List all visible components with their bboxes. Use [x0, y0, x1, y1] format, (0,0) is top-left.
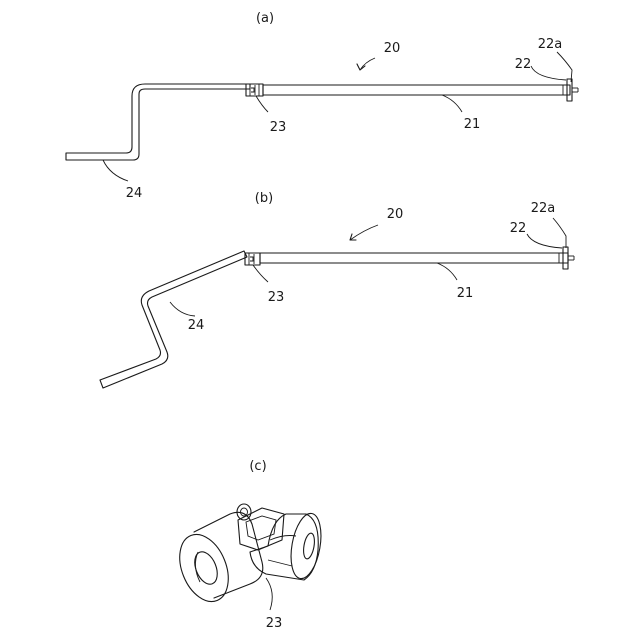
label-22a: 22a	[531, 201, 556, 216]
leader-24	[170, 302, 195, 316]
right-yoke-face	[286, 511, 325, 581]
leader-22a	[553, 218, 566, 248]
leader-20	[350, 225, 378, 240]
label-23: 23	[270, 120, 287, 135]
crank-rod-24	[100, 251, 247, 388]
label-23: 23	[268, 290, 285, 305]
collar-22	[559, 247, 574, 269]
panel-b-caption: (b)	[255, 191, 273, 206]
shaft-21	[260, 253, 568, 263]
label-22: 22	[515, 57, 532, 72]
panel-c-caption: (c)	[249, 459, 266, 474]
label-21: 21	[457, 286, 474, 301]
right-yoke-bore	[302, 532, 316, 559]
universal-joint-23-detail	[170, 504, 325, 609]
leader-21	[442, 95, 462, 112]
right-yoke-body	[250, 514, 318, 580]
shaft-21	[263, 85, 570, 95]
panel-a: (a) 20 21 22	[66, 11, 578, 201]
leader-24	[103, 160, 128, 181]
leader-21	[437, 263, 457, 280]
left-yoke-bore	[190, 548, 221, 587]
left-yoke-body	[194, 512, 263, 598]
left-yoke-face	[170, 527, 237, 608]
label-22a: 22a	[538, 37, 563, 52]
label-20: 20	[387, 207, 404, 222]
universal-joint-23	[245, 253, 260, 265]
label-23: 23	[266, 616, 283, 631]
universal-joint-23	[246, 84, 263, 96]
leader-22	[527, 234, 562, 248]
crank-rod-24	[66, 84, 250, 160]
label-24: 24	[188, 318, 205, 333]
label-21: 21	[464, 117, 481, 132]
label-20: 20	[384, 41, 401, 56]
leader-23	[266, 578, 272, 610]
panel-b: (b) 20 21 22 22a	[100, 191, 574, 388]
label-22: 22	[510, 221, 527, 236]
label-24: 24	[126, 186, 143, 201]
panel-a-caption: (a)	[256, 11, 274, 26]
panel-c: (c) 23	[170, 459, 325, 631]
leader-23	[256, 96, 268, 112]
leader-22	[531, 66, 566, 80]
leader-23	[253, 265, 268, 282]
leader-22a	[557, 52, 572, 82]
